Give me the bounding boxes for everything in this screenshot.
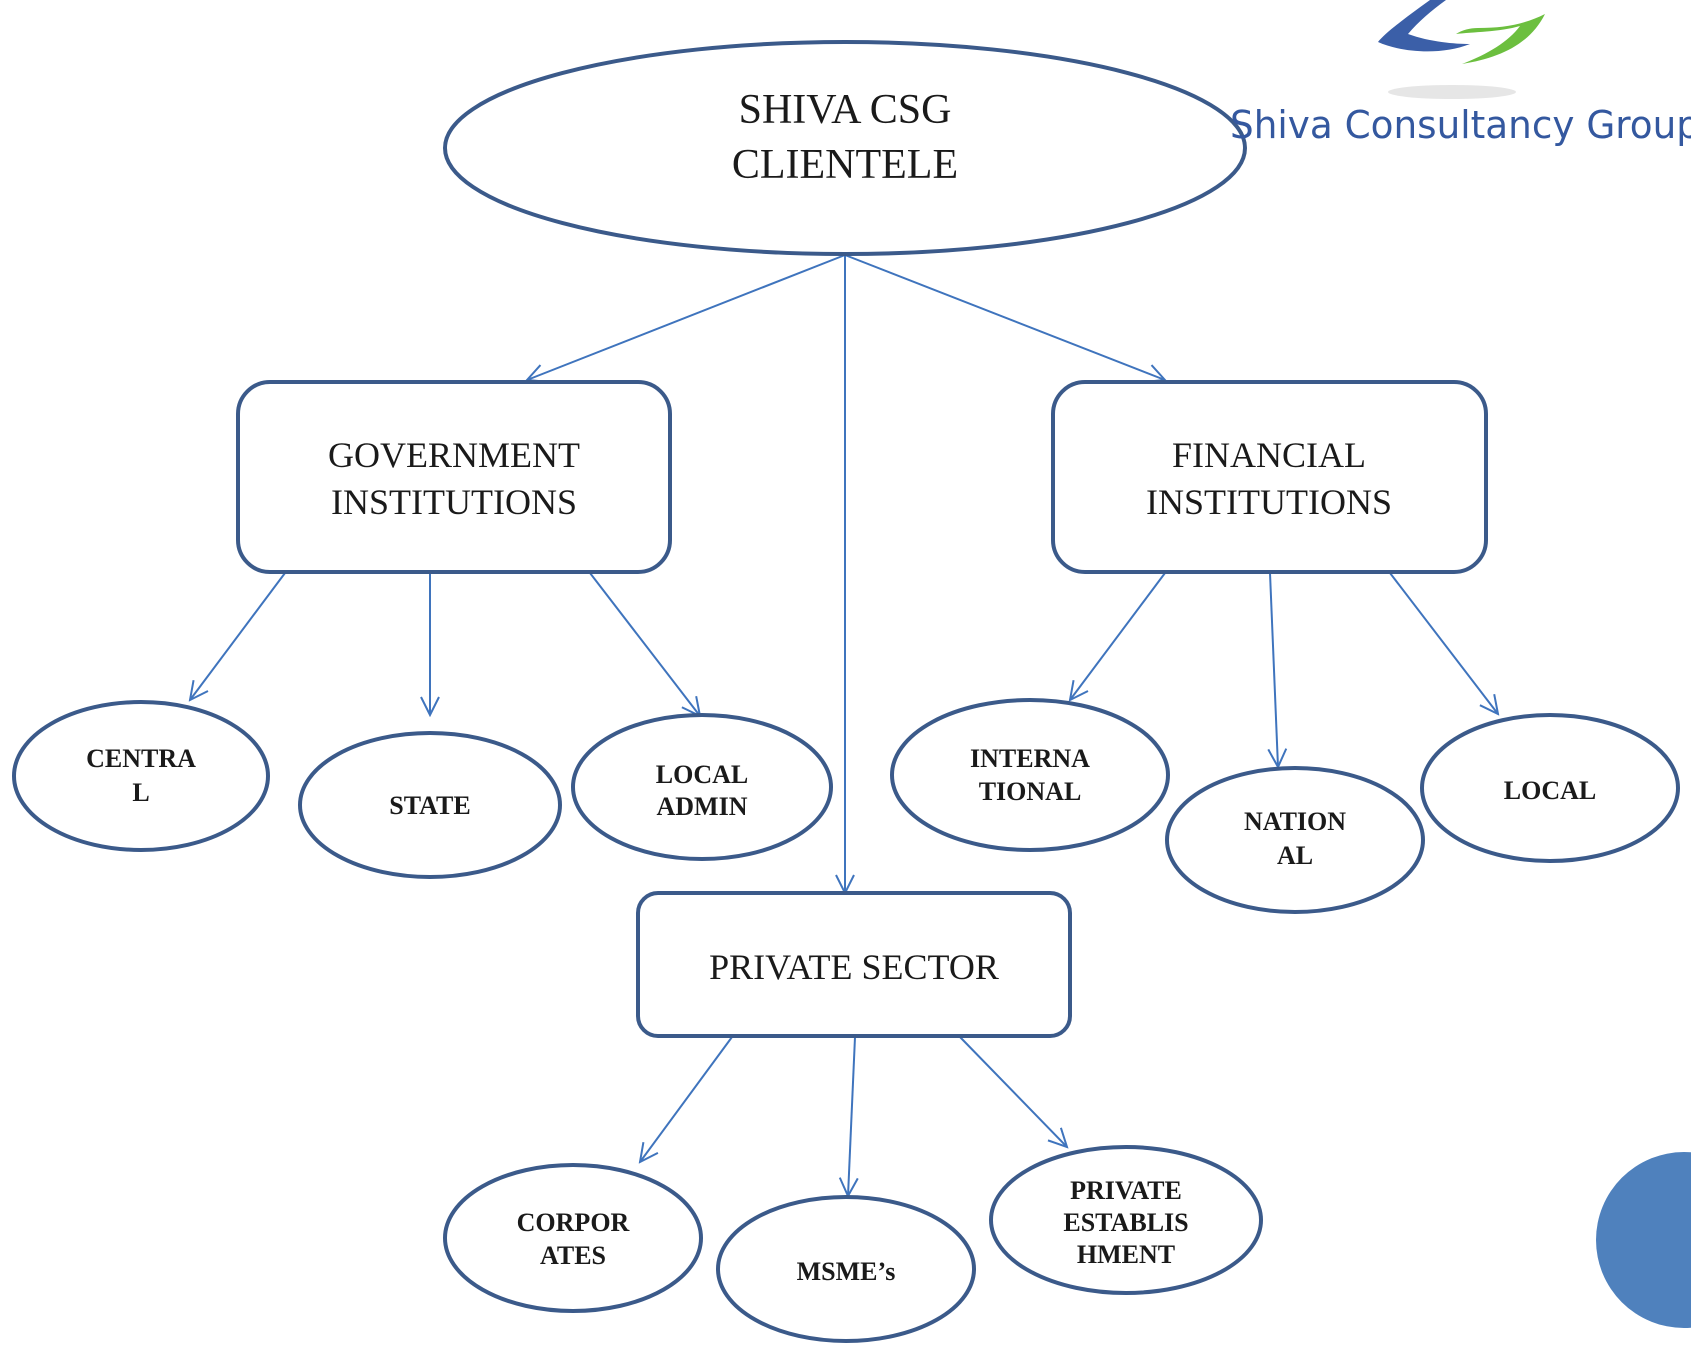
international-label-line-1: INTERNA [970, 744, 1090, 773]
establishment-label-line-1: PRIVATE [1070, 1176, 1182, 1205]
private-label: PRIVATE SECTOR [709, 947, 999, 987]
root-node: SHIVA CSG CLIENTELE [443, 40, 1247, 256]
government-label-line-2: INSTITUTIONS [331, 482, 577, 522]
connector-private-establishment [959, 1036, 1067, 1147]
private-sector-box: PRIVATE SECTOR [636, 891, 1072, 1038]
root-label-line-1: SHIVA CSG [739, 87, 952, 133]
corporates-node: CORPOR ATES [443, 1163, 703, 1313]
international-node: INTERNA TIONAL [890, 698, 1170, 852]
financial-institutions-box: FINANCIAL INSTITUTIONS [1051, 380, 1488, 574]
connector-government-local-admin [589, 572, 700, 716]
connector-root-government [527, 254, 846, 380]
logo-text: Shiva Consultancy Group [1230, 103, 1691, 147]
connector-financial-national [1270, 572, 1278, 767]
local-admin-label-line-2: ADMIN [657, 792, 748, 821]
local-node: LOCAL [1420, 713, 1680, 863]
msme-label: MSME’s [797, 1257, 896, 1286]
national-node: NATION AL [1165, 766, 1425, 914]
national-label-line-2: AL [1277, 841, 1313, 870]
central-node: CENTRA L [12, 700, 270, 852]
connector-government-central [190, 572, 286, 700]
decorative-blue-circle [1596, 1152, 1691, 1328]
corporates-label-line-1: CORPOR [517, 1208, 630, 1237]
local-label: LOCAL [1504, 776, 1596, 805]
local-admin-label-line-1: LOCAL [656, 760, 748, 789]
establishment-label-line-2: ESTABLIS [1063, 1208, 1188, 1237]
connector-financial-international [1070, 572, 1166, 700]
connector-private-msme [848, 1036, 855, 1196]
corporates-label-line-2: ATES [540, 1241, 606, 1270]
central-label-line-1: CENTRA [86, 744, 196, 773]
state-label: STATE [389, 791, 470, 820]
financial-label-line-1: FINANCIAL [1172, 435, 1366, 475]
company-logo: Shiva Consultancy Group [1230, 0, 1691, 147]
government-institutions-box: GOVERNMENT INSTITUTIONS [236, 380, 672, 574]
connectors [190, 254, 1498, 1196]
connector-root-financial [844, 254, 1165, 380]
private-establishment-node: PRIVATE ESTABLIS HMENT [989, 1145, 1263, 1295]
connector-private-corporates [640, 1036, 733, 1162]
state-node: STATE [298, 731, 562, 879]
establishment-label-line-3: HMENT [1077, 1240, 1175, 1269]
international-label-line-2: TIONAL [979, 777, 1082, 806]
msme-node: MSME’s [716, 1195, 976, 1343]
local-admin-node: LOCAL ADMIN [571, 713, 833, 861]
root-label-line-2: CLIENTELE [732, 142, 958, 188]
connector-financial-local [1389, 572, 1498, 714]
national-label-line-1: NATION [1244, 807, 1346, 836]
central-label-line-2: L [132, 778, 149, 807]
financial-label-line-2: INSTITUTIONS [1146, 482, 1392, 522]
government-label-line-1: GOVERNMENT [328, 435, 580, 475]
leaf-swoosh-logo-icon [1378, 0, 1545, 64]
